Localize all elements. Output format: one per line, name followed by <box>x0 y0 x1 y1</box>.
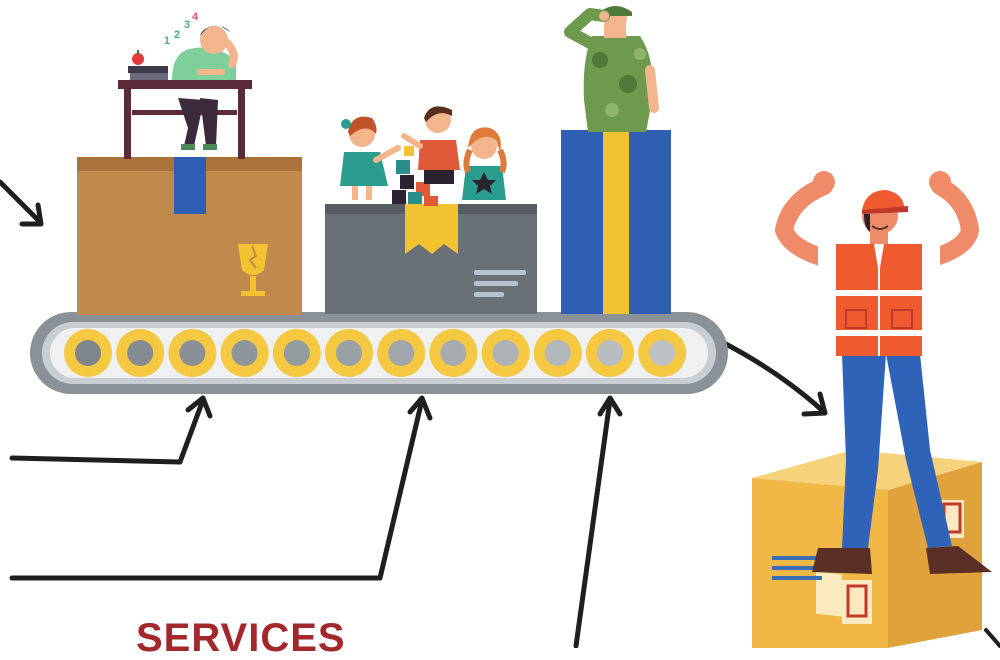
celebrating-worker <box>774 171 992 574</box>
roller-hub <box>231 340 258 366</box>
arrow-to-rollers-left <box>9 395 213 465</box>
children-playing-blocks <box>340 106 507 206</box>
arrow-left-top <box>0 179 44 227</box>
svg-text:3: 3 <box>184 19 190 31</box>
student-at-desk: 1 2 3 4 <box>118 11 252 159</box>
svg-text:4: 4 <box>192 11 199 23</box>
arrow-to-rollers-middle <box>9 395 433 581</box>
roller-hub <box>388 340 415 366</box>
brown-fragile-box <box>77 157 302 315</box>
gray-box <box>325 204 537 314</box>
roller-hub <box>440 340 467 366</box>
blue-gift-box <box>561 130 671 314</box>
roller-hub <box>597 340 623 366</box>
roller-hub <box>283 340 310 366</box>
services-heading: SERVICES <box>136 616 346 660</box>
svg-text:2: 2 <box>174 29 180 41</box>
roller-hub <box>492 340 519 366</box>
roller-hub <box>127 340 154 366</box>
svg-text:1: 1 <box>164 35 170 47</box>
arrow-to-worker <box>719 339 828 417</box>
roller-hub <box>544 340 571 366</box>
roller-hub <box>179 340 206 366</box>
arrow-bottom-right <box>984 628 1000 648</box>
fragile-glass-icon <box>238 244 268 296</box>
saluting-soldier <box>564 6 659 132</box>
roller-hub <box>336 340 362 366</box>
roller-hub <box>75 340 101 366</box>
conveyor-rollers <box>64 329 687 377</box>
roller-hub <box>649 340 676 366</box>
arrow-to-rollers-right <box>573 395 623 648</box>
